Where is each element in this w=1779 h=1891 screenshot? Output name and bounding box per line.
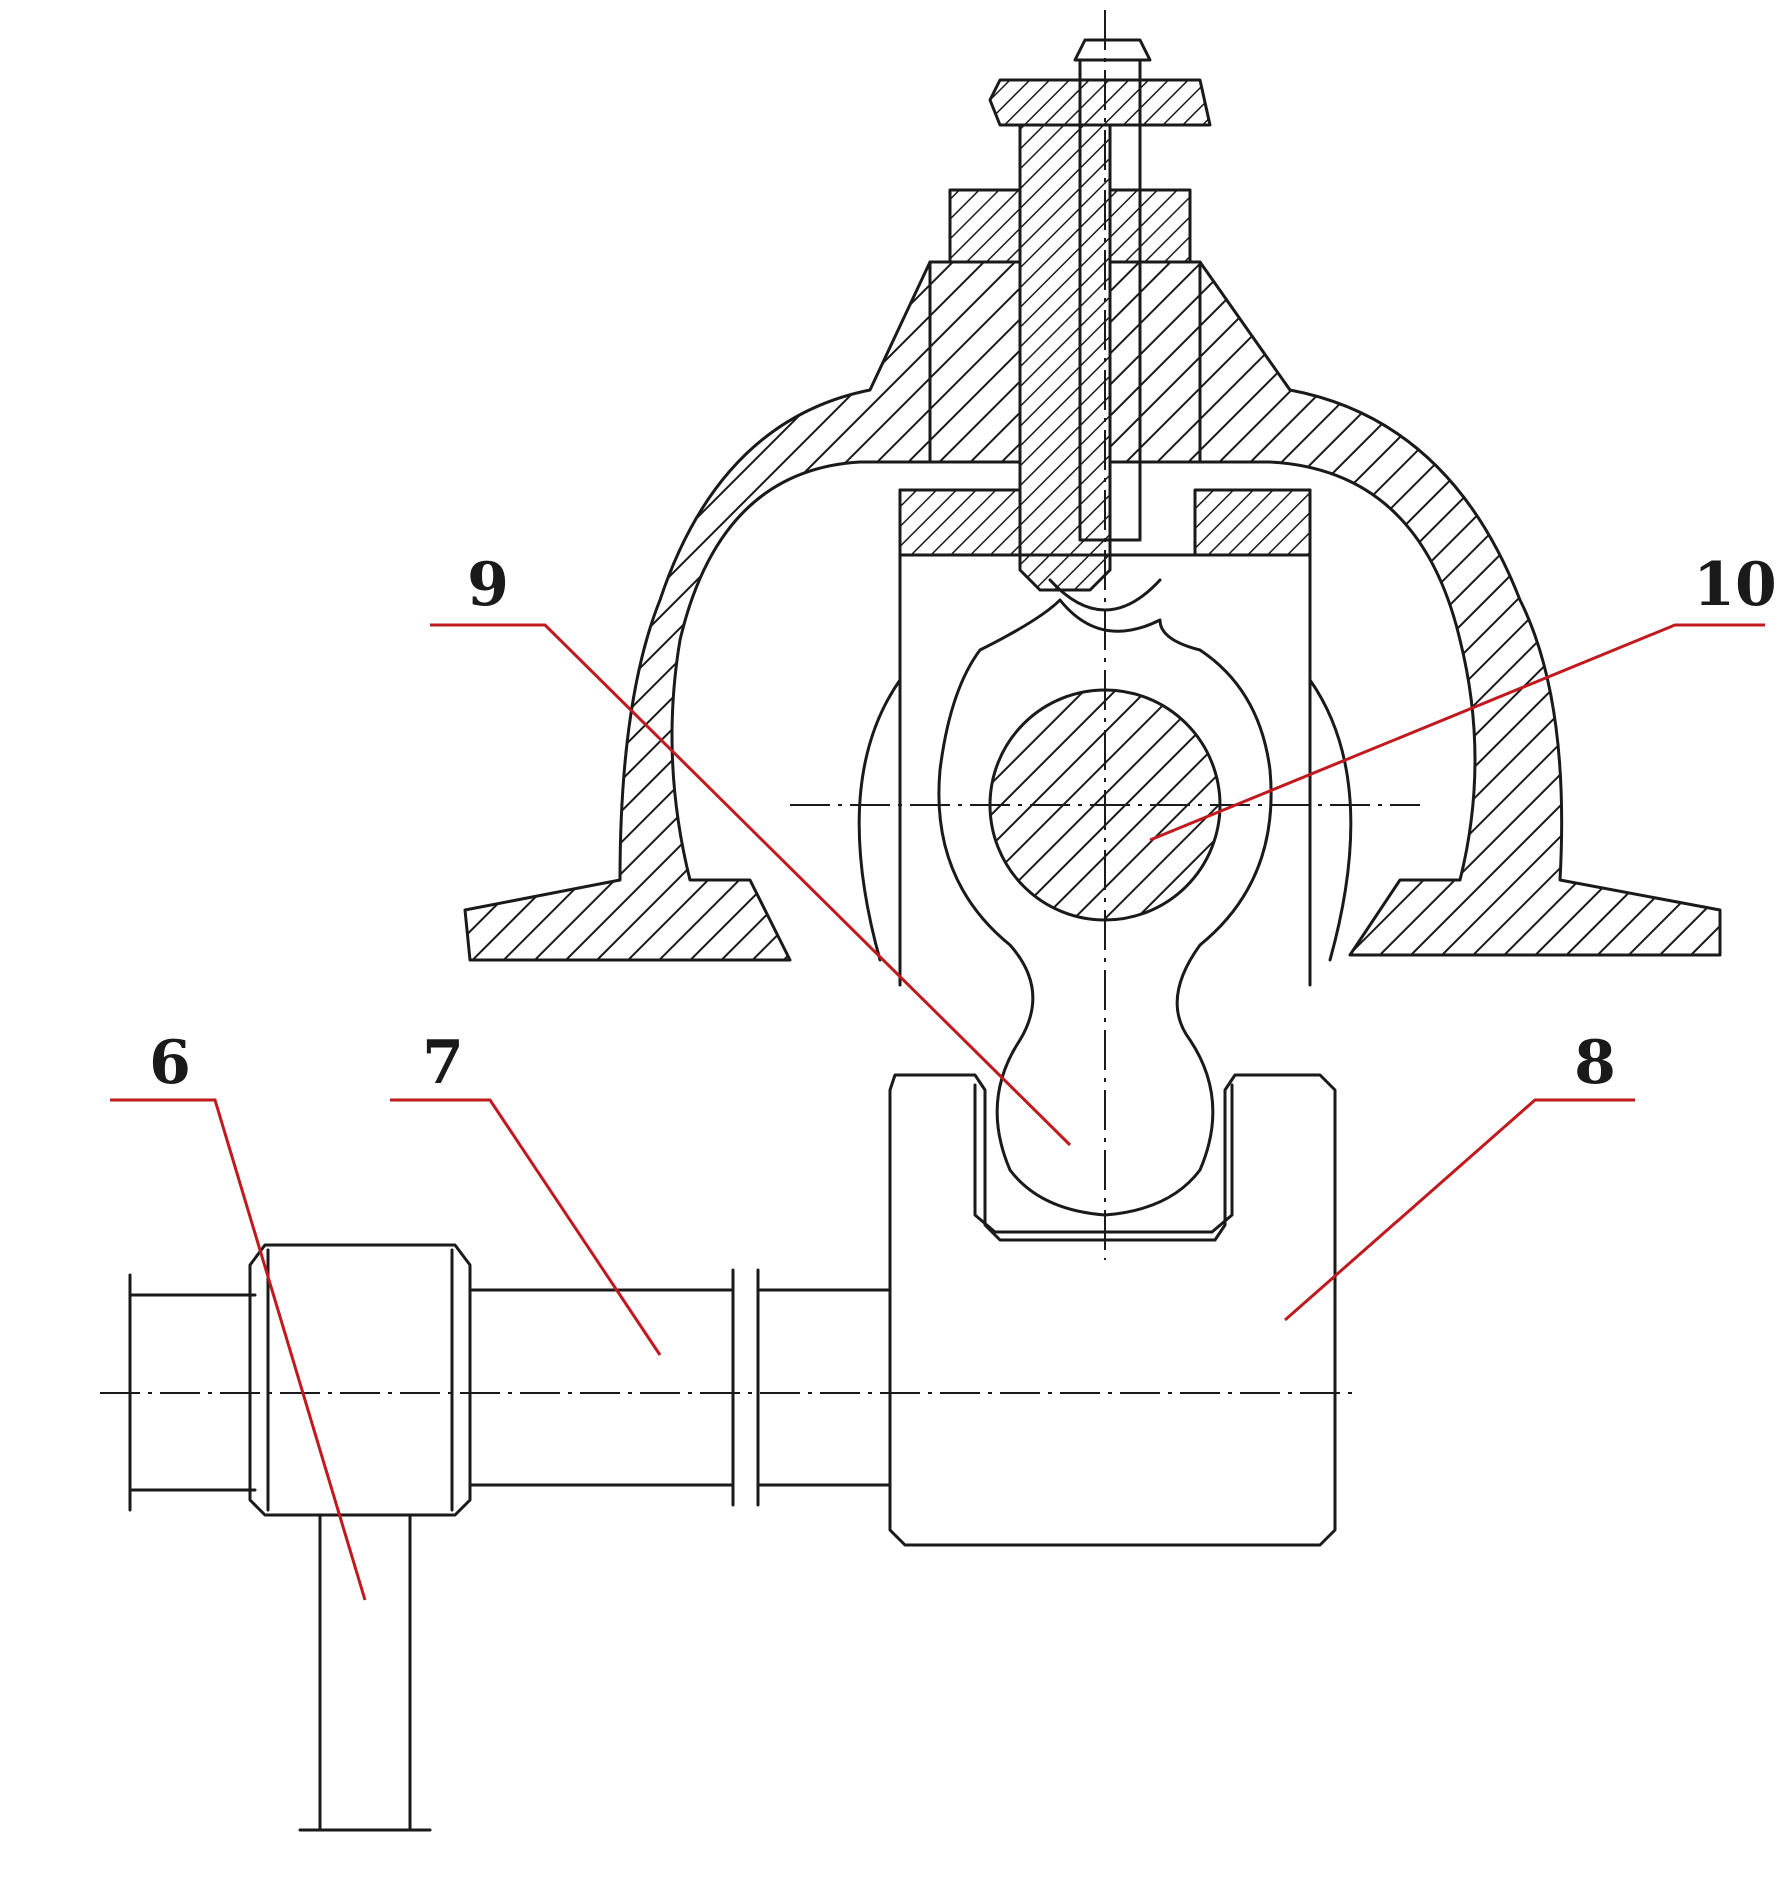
- leader-7: [390, 1098, 662, 1356]
- collar-stem: [298, 1513, 432, 1832]
- rod-ball-tip: [1048, 578, 1162, 612]
- adjusting-screw-assembly: [948, 38, 1212, 612]
- block-side-arc-right: [1308, 678, 1353, 962]
- block-side-arc-left: [857, 678, 902, 962]
- shaft-middle-segment: [468, 1268, 735, 1507]
- block-cap-left: [898, 488, 1022, 557]
- leader-8: [1284, 1098, 1635, 1322]
- collar-chamfer-lines: [266, 1248, 454, 1512]
- fork-slot-inner: [973, 1083, 1234, 1234]
- label-7: 7: [422, 1028, 464, 1098]
- swing-lever: [937, 598, 1273, 1217]
- label-6: 6: [149, 1028, 191, 1098]
- housing-right-wall: [1198, 260, 1722, 957]
- housing-top-boss-left: [928, 260, 1022, 464]
- leader-9: [430, 623, 1072, 1147]
- center-lines: [100, 10, 1420, 1394]
- collar: [248, 1243, 472, 1517]
- label-9: 9: [467, 550, 509, 620]
- housing-top-boss-right: [1108, 260, 1202, 464]
- rod-head: [1073, 38, 1152, 62]
- cap-nut: [988, 78, 1212, 127]
- callouts: 9 10 6 7 8: [110, 550, 1777, 1601]
- housing-left-wall: [463, 260, 932, 962]
- shaft-right-segment: [756, 1268, 892, 1507]
- leader-6: [110, 1098, 367, 1601]
- fork-block: [888, 1073, 1337, 1547]
- slider-block: [857, 488, 1353, 987]
- threaded-sleeve: [1018, 123, 1112, 592]
- block-cap-right: [1193, 488, 1312, 557]
- label-8: 8: [1574, 1028, 1616, 1098]
- label-10: 10: [1693, 550, 1777, 620]
- shaft: [128, 1268, 892, 1512]
- leader-10: [1149, 623, 1765, 842]
